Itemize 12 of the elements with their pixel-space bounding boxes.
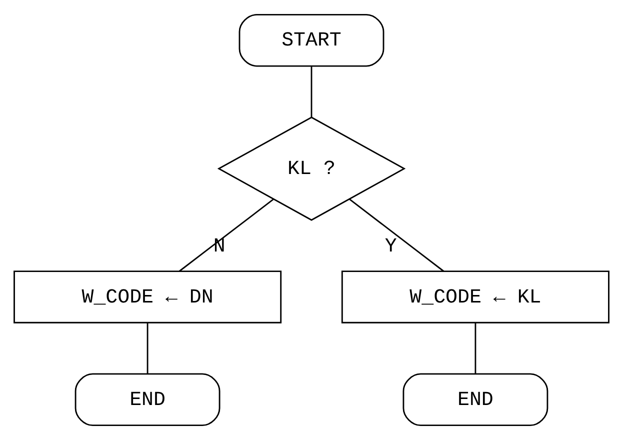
node-box: START [238, 14, 384, 66]
connector [310, 66, 312, 117]
connector [349, 198, 444, 272]
node-box: END [74, 372, 220, 426]
node-box: END [402, 372, 548, 426]
node-diamond: KL ? [217, 116, 406, 220]
node-box: W_CODE ← DN [14, 270, 282, 323]
connector [146, 322, 148, 374]
node-box: W_CODE ← KL [341, 270, 610, 323]
connector [178, 198, 274, 272]
connector [474, 322, 476, 374]
edge-label: Y [384, 234, 397, 258]
